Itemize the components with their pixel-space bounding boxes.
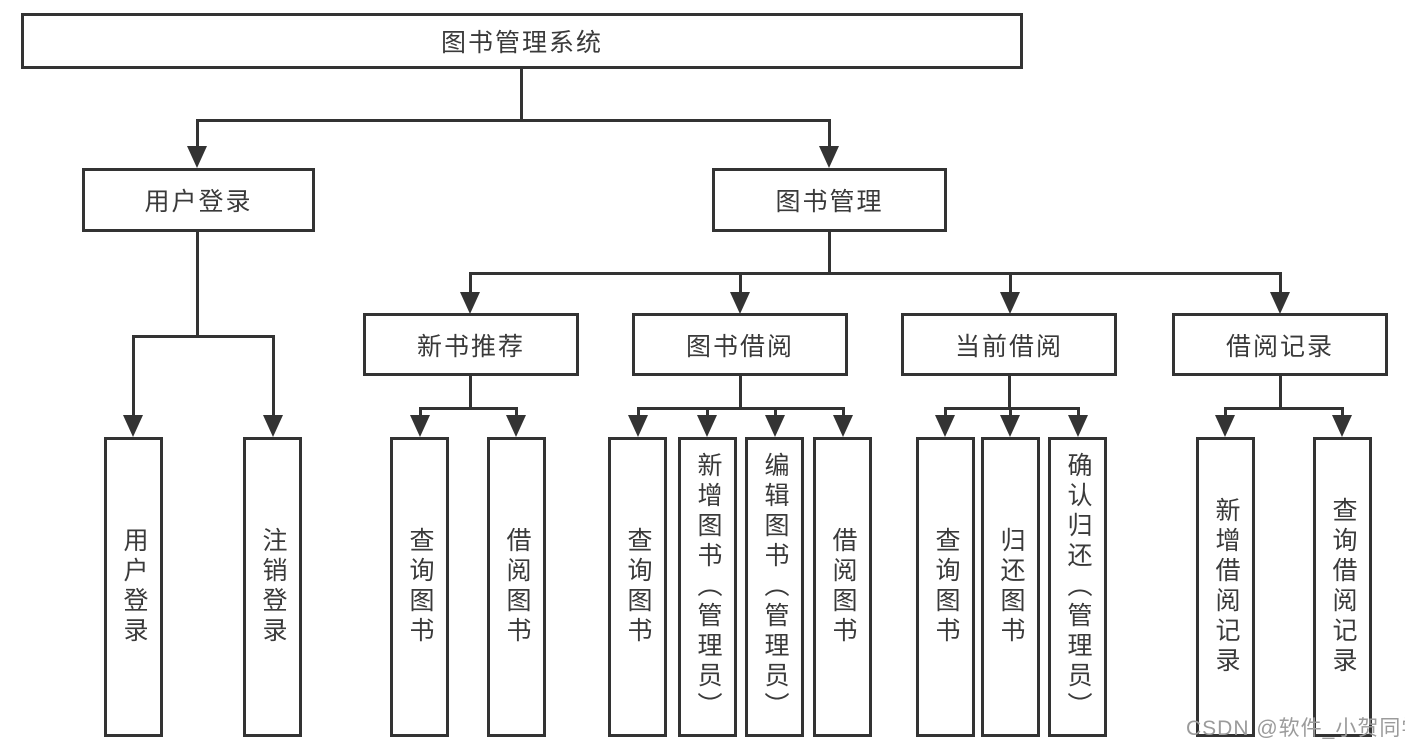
node-label: 新增图书（管理员） xyxy=(694,452,722,722)
connector-stem xyxy=(469,376,472,410)
node-leaf-confirm-return-admin: 确认归还（管理员） xyxy=(1048,437,1107,737)
node-label: 新书推荐 xyxy=(416,332,525,361)
arrow-down-icon xyxy=(833,415,853,437)
arrow-down-icon xyxy=(697,415,717,437)
connector-level1-bar xyxy=(196,119,831,122)
arrow-down-icon xyxy=(819,146,839,168)
connector-arrow-line xyxy=(828,119,831,150)
connector-bar xyxy=(944,407,1080,410)
connector-bar xyxy=(419,407,518,410)
arrow-down-icon xyxy=(263,415,283,437)
node-leaf-add-borrow-record: 新增借阅记录 xyxy=(1196,437,1255,737)
node-book-management-module: 图书管理 xyxy=(712,168,947,232)
node-label: 图书借阅 xyxy=(685,332,794,361)
node-label: 图书管理系统 xyxy=(440,29,603,57)
node-leaf-borrow-books-recommend: 借阅图书 xyxy=(487,437,546,737)
node-label: 注销登录 xyxy=(259,527,287,647)
arrow-down-icon xyxy=(506,415,526,437)
watermark: CSDN @软件_小贺同学 xyxy=(1186,717,1405,740)
node-label: 图书管理 xyxy=(775,188,884,216)
connector-arrow-line xyxy=(739,272,742,296)
node-label: 借阅记录 xyxy=(1225,332,1334,361)
connector-arrow-line xyxy=(944,407,947,419)
connector-user-login-stem xyxy=(196,232,199,338)
node-leaf-query-books-current: 查询图书 xyxy=(916,437,975,737)
node-borrow-records: 借阅记录 xyxy=(1172,313,1388,376)
arrow-down-icon xyxy=(935,415,955,437)
connector-level2-bar xyxy=(469,272,1282,275)
arrow-down-icon xyxy=(730,292,750,314)
connector-arrow-line xyxy=(1009,272,1012,296)
connector-arrow-line xyxy=(637,407,640,419)
node-current-borrow: 当前借阅 xyxy=(901,313,1117,376)
node-root-book-management-system: 图书管理系统 xyxy=(21,13,1023,69)
node-label: 当前借阅 xyxy=(954,332,1063,361)
connector-bar xyxy=(1224,407,1344,410)
connector-root-stem xyxy=(520,68,523,122)
connector-arrow-line xyxy=(272,335,275,419)
connector-arrow-line xyxy=(1009,407,1012,419)
node-label: 归还图书 xyxy=(997,527,1025,647)
node-label: 用户登录 xyxy=(120,527,148,647)
connector-arrow-line xyxy=(469,272,472,296)
node-leaf-edit-books-admin: 编辑图书（管理员） xyxy=(745,437,804,737)
node-label: 编辑图书（管理员） xyxy=(761,452,789,722)
connector-user-login-bar xyxy=(132,335,275,338)
node-new-book-recommend: 新书推荐 xyxy=(363,313,579,376)
connector-arrow-line xyxy=(1224,407,1227,419)
arrow-down-icon xyxy=(1000,415,1020,437)
node-leaf-add-books-admin: 新增图书（管理员） xyxy=(678,437,737,737)
arrow-down-icon xyxy=(187,146,207,168)
node-label: 新增借阅记录 xyxy=(1212,497,1240,677)
node-book-borrow: 图书借阅 xyxy=(632,313,848,376)
node-label: 借阅图书 xyxy=(503,527,531,647)
connector-arrow-line xyxy=(706,407,709,419)
node-leaf-query-borrow-record: 查询借阅记录 xyxy=(1313,437,1372,737)
arrow-down-icon xyxy=(765,415,785,437)
connector-stem xyxy=(1279,376,1282,410)
connector-arrow-line xyxy=(774,407,777,419)
connector-arrow-line xyxy=(132,335,135,419)
connector-arrow-line xyxy=(1077,407,1080,419)
arrow-down-icon xyxy=(460,292,480,314)
node-label: 确认归还（管理员） xyxy=(1064,452,1092,722)
arrow-down-icon xyxy=(410,415,430,437)
connector-stem xyxy=(1008,376,1011,410)
connector-arrow-line xyxy=(515,407,518,419)
node-leaf-borrow-books: 借阅图书 xyxy=(813,437,872,737)
node-label: 借阅图书 xyxy=(829,527,857,647)
connector-arrow-line xyxy=(1341,407,1344,419)
node-leaf-logout: 注销登录 xyxy=(243,437,302,737)
connector-arrow-line xyxy=(419,407,422,419)
connector-bar xyxy=(637,407,845,410)
node-label: 查询借阅记录 xyxy=(1329,497,1357,677)
arrow-down-icon xyxy=(123,415,143,437)
connector-arrow-line xyxy=(842,407,845,419)
node-leaf-return-books: 归还图书 xyxy=(981,437,1040,737)
arrow-down-icon xyxy=(1270,292,1290,314)
node-label: 用户登录 xyxy=(144,188,253,216)
arrow-down-icon xyxy=(1068,415,1088,437)
arrow-down-icon xyxy=(1000,292,1020,314)
arrow-down-icon xyxy=(628,415,648,437)
node-user-login-module: 用户登录 xyxy=(82,168,315,232)
arrow-down-icon xyxy=(1215,415,1235,437)
node-leaf-user-login: 用户登录 xyxy=(104,437,163,737)
connector-book-mgmt-stem xyxy=(828,232,831,275)
node-label: 查询图书 xyxy=(406,527,434,647)
node-label: 查询图书 xyxy=(932,527,960,647)
node-label: 查询图书 xyxy=(624,527,652,647)
connector-stem xyxy=(739,376,742,410)
node-leaf-query-books-recommend: 查询图书 xyxy=(390,437,449,737)
arrow-down-icon xyxy=(1332,415,1352,437)
connector-arrow-line xyxy=(1279,272,1282,296)
node-leaf-query-books-borrow: 查询图书 xyxy=(608,437,667,737)
connector-arrow-line xyxy=(196,119,199,150)
